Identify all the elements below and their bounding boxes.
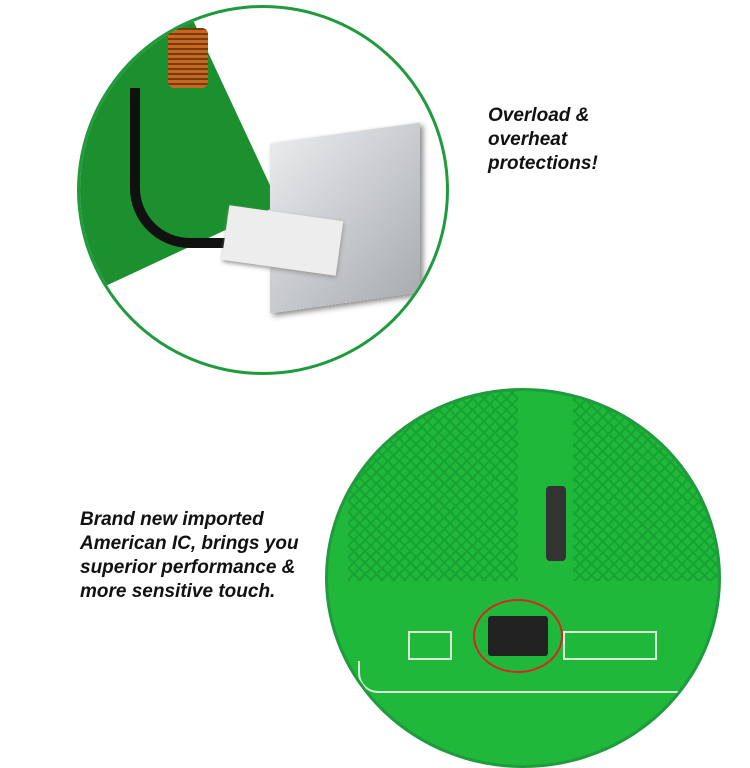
overheat-protection-photo	[77, 5, 449, 375]
caption-line: Brand new imported	[80, 509, 264, 530]
resistor-block	[408, 631, 452, 660]
ic-pcb-photo	[325, 388, 721, 768]
ic-caption: Brand new imported American IC, brings y…	[80, 508, 299, 604]
caption-line: Overload &	[488, 105, 590, 126]
touch-pad-right	[573, 391, 718, 581]
black-cable	[130, 88, 280, 248]
copper-coil	[168, 28, 208, 88]
caption-line: American IC, brings you	[80, 533, 299, 554]
connector-j1	[563, 631, 657, 660]
highlight-circle	[473, 599, 563, 673]
caption-line: protections!	[488, 153, 598, 174]
pcb-trace	[358, 661, 700, 693]
touch-pad-left	[348, 391, 518, 581]
overload-caption: Overload & overheat protections!	[488, 104, 598, 176]
caption-line: superior performance &	[80, 557, 296, 578]
caption-line: more sensitive touch.	[80, 581, 276, 602]
caption-line: overheat	[488, 129, 568, 150]
pin-header	[546, 486, 566, 561]
